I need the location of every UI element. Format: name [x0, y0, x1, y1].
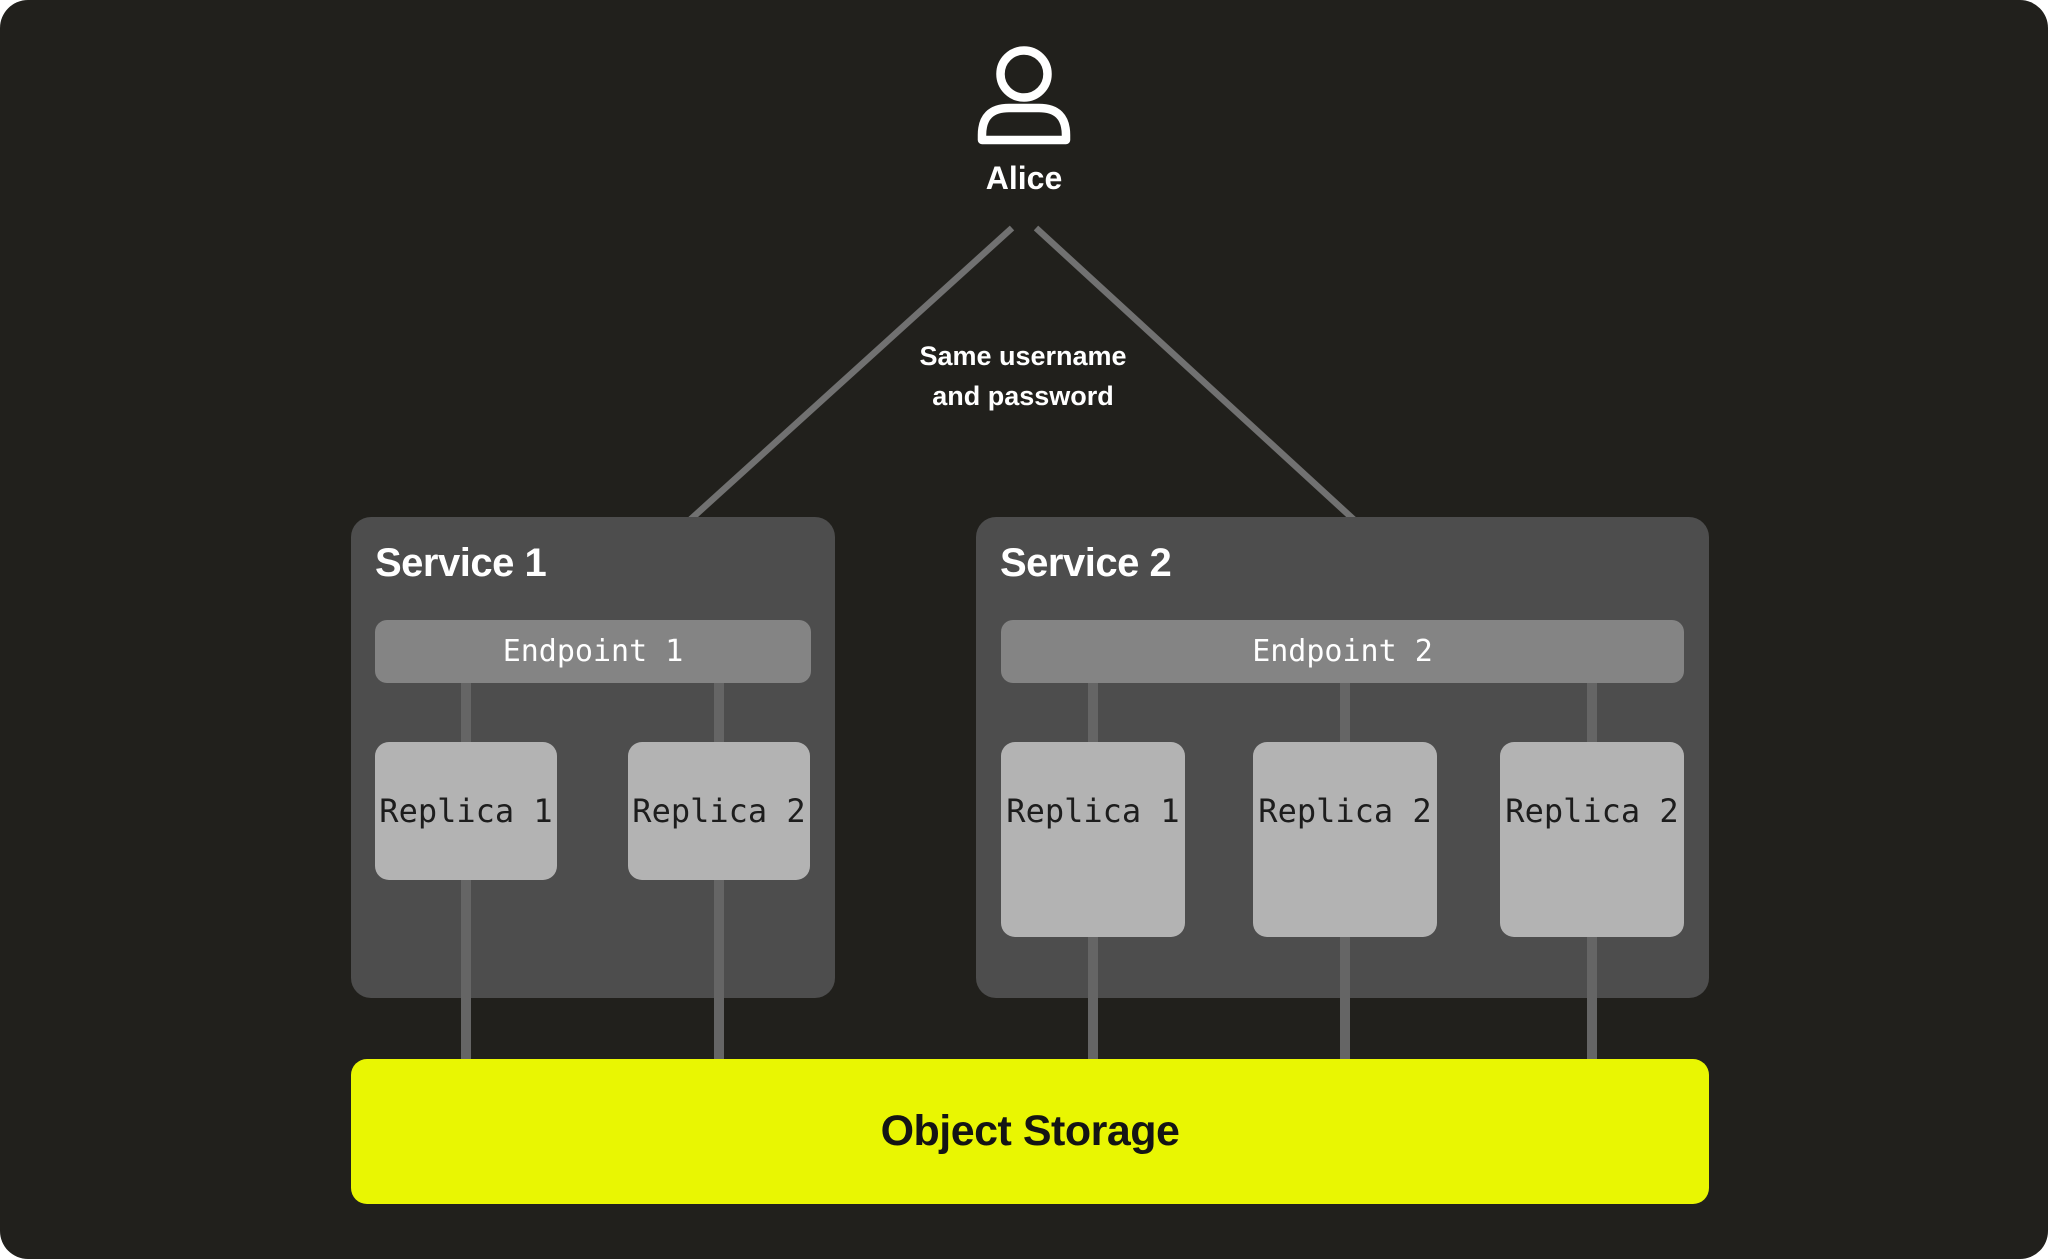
- connector-s1-r1-outer: [461, 998, 471, 1059]
- service-1-title: Service 1: [375, 541, 547, 585]
- replica-label: Replica 2: [632, 792, 806, 830]
- service-1-replica-1: Replica 1: [375, 742, 557, 880]
- object-storage-bar: Object Storage: [351, 1059, 1709, 1204]
- replica-label: Replica 1: [379, 792, 553, 830]
- connector-s1-r2-outer: [714, 998, 724, 1059]
- annotation-line-2: and password: [932, 381, 1114, 411]
- service-1-box: Service 1 Endpoint 1 Replica 1 Replica 2: [351, 517, 835, 998]
- connector-s2-r1-outer: [1088, 998, 1098, 1059]
- service-2-replica-1: Replica 1: [1001, 742, 1185, 937]
- credentials-annotation: Same username and password: [823, 336, 1223, 416]
- service-2-title: Service 2: [1000, 541, 1172, 585]
- connector-s2-r2-outer: [1340, 998, 1350, 1059]
- service-1-endpoint: Endpoint 1: [375, 620, 811, 683]
- replica-label: Replica 2: [1505, 792, 1679, 830]
- object-storage-label: Object Storage: [880, 1107, 1180, 1155]
- service-2-replica-2: Replica 2: [1253, 742, 1437, 937]
- connector-s2-r3-outer: [1587, 998, 1597, 1059]
- replica-label: Replica 1: [1006, 792, 1180, 830]
- person-icon: [977, 46, 1071, 145]
- annotation-line-1: Same username: [919, 341, 1127, 371]
- service-1-replica-2: Replica 2: [628, 742, 810, 880]
- service-2-replica-3: Replica 2: [1500, 742, 1684, 937]
- replica-label: Replica 2: [1258, 792, 1432, 830]
- service-2-box: Service 2 Endpoint 2 Replica 1 Replica 2…: [976, 517, 1709, 998]
- user-name-label: Alice: [985, 160, 1063, 196]
- service-2-endpoint: Endpoint 2: [1001, 620, 1684, 683]
